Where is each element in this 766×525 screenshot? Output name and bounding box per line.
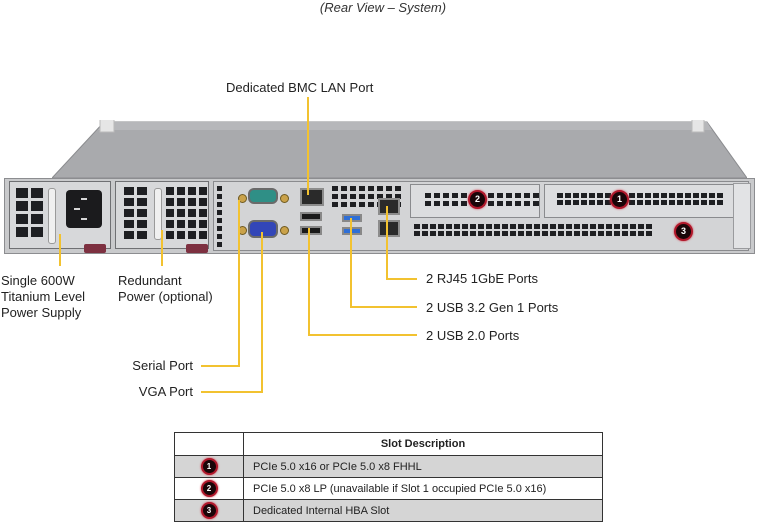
diagram-caption: (Rear View – System): [319, 0, 447, 15]
table-row: 3 Dedicated Internal HBA Slot: [174, 499, 603, 522]
slot-badge-icon: 1: [200, 458, 218, 475]
label-line: Redundant: [118, 273, 182, 288]
callout-line-rj45-v: [386, 206, 388, 280]
label-usb3-ports: 2 USB 3.2 Gen 1 Ports: [426, 300, 559, 315]
label-usb2-ports: 2 USB 2.0 Ports: [426, 328, 520, 343]
rj45-port-1[interactable]: [378, 198, 400, 215]
table-cell-description: Dedicated Internal HBA Slot: [243, 499, 603, 522]
psu-vent: [166, 187, 207, 239]
usb3-port-2[interactable]: [342, 227, 362, 235]
serial-port[interactable]: [248, 188, 278, 204]
slot-badge-icon: 2: [200, 480, 218, 497]
usb2-port-1[interactable]: [300, 212, 322, 221]
usb3-port-1[interactable]: [342, 214, 362, 222]
slot-badge-icon: 3: [200, 502, 218, 519]
chassis-top-cover: [52, 120, 747, 179]
table-cell-description: PCIe 5.0 x16 or PCIe 5.0 x8 FHHL: [243, 455, 603, 478]
table-cell-slot: 1: [174, 455, 244, 478]
table-cell-slot: 2: [174, 477, 244, 500]
label-line: Power (optional): [118, 289, 213, 304]
slot-badge-2: 2: [468, 190, 487, 209]
psu-vent: [16, 188, 43, 237]
pcie-slot-1[interactable]: [544, 184, 734, 218]
serial-screw: [238, 194, 247, 203]
io-vent: [217, 186, 222, 247]
label-line: Power Supply: [1, 305, 82, 320]
slot-badge-1: 1: [610, 190, 629, 209]
slot-description-table: Slot Description 1 PCIe 5.0 x16 or PCIe …: [174, 432, 603, 522]
vga-screw: [280, 226, 289, 235]
callout-line-usb3-h: [350, 306, 417, 308]
psu-vent: [124, 187, 147, 239]
label-line: Titanium Level: [1, 289, 86, 304]
callout-line-psu-single: [59, 234, 61, 266]
label-single-psu: Single 600W Titanium Level Power Supply: [1, 273, 85, 321]
callout-line-usb3-v: [350, 218, 352, 308]
hba-slot-vent: [414, 224, 652, 236]
label-rj45-ports: 2 RJ45 1GbE Ports: [426, 271, 538, 286]
bmc-lan-port[interactable]: [300, 188, 324, 206]
ac-inlet-icon: [66, 190, 102, 228]
table-row: 1 PCIe 5.0 x16 or PCIe 5.0 x8 FHHL: [174, 455, 603, 478]
chassis-ear: [733, 183, 751, 249]
table-row: 2 PCIe 5.0 x8 LP (unavailable if Slot 1 …: [174, 477, 603, 500]
slot-badge-3: 3: [674, 222, 693, 241]
callout-line-vga-v: [261, 232, 263, 393]
callout-line-serial-h: [201, 365, 240, 367]
table-cell-slot: 3: [174, 499, 244, 522]
callout-line-psu-redundant: [161, 230, 163, 266]
psu-handle[interactable]: [48, 188, 56, 244]
callout-line-vga-h: [201, 391, 263, 393]
psu-release-tab[interactable]: [186, 244, 208, 253]
label-serial-port: Serial Port: [132, 358, 193, 373]
slot-vent: [557, 193, 723, 205]
callout-line-usb2-h: [308, 334, 417, 336]
label-vga-port: VGA Port: [138, 384, 193, 399]
rj45-port-2[interactable]: [378, 220, 400, 237]
table-header-row: Slot Description: [174, 432, 603, 456]
io-panel: 2 1 3: [213, 181, 749, 251]
vga-port[interactable]: [248, 220, 278, 238]
power-supply-primary: [9, 181, 111, 253]
psu-release-tab[interactable]: [84, 244, 106, 253]
label-line: Single 600W: [1, 273, 75, 288]
label-bmc-lan-port: Dedicated BMC LAN Port: [226, 80, 374, 95]
callout-line-serial-v: [238, 200, 240, 367]
usb2-port-2[interactable]: [300, 226, 322, 235]
chassis-rear-panel: 2 1 3: [4, 178, 755, 254]
table-cell-description: PCIe 5.0 x8 LP (unavailable if Slot 1 oc…: [243, 477, 603, 500]
callout-line-rj45-h: [386, 278, 417, 280]
callout-line-usb2-v: [308, 228, 310, 336]
table-header-description: Slot Description: [243, 432, 603, 456]
callout-line-bmc: [307, 97, 309, 195]
serial-screw: [280, 194, 289, 203]
label-redundant-power: Redundant Power (optional): [118, 273, 213, 305]
table-header-slot: [174, 432, 244, 456]
psu-handle[interactable]: [154, 188, 162, 240]
